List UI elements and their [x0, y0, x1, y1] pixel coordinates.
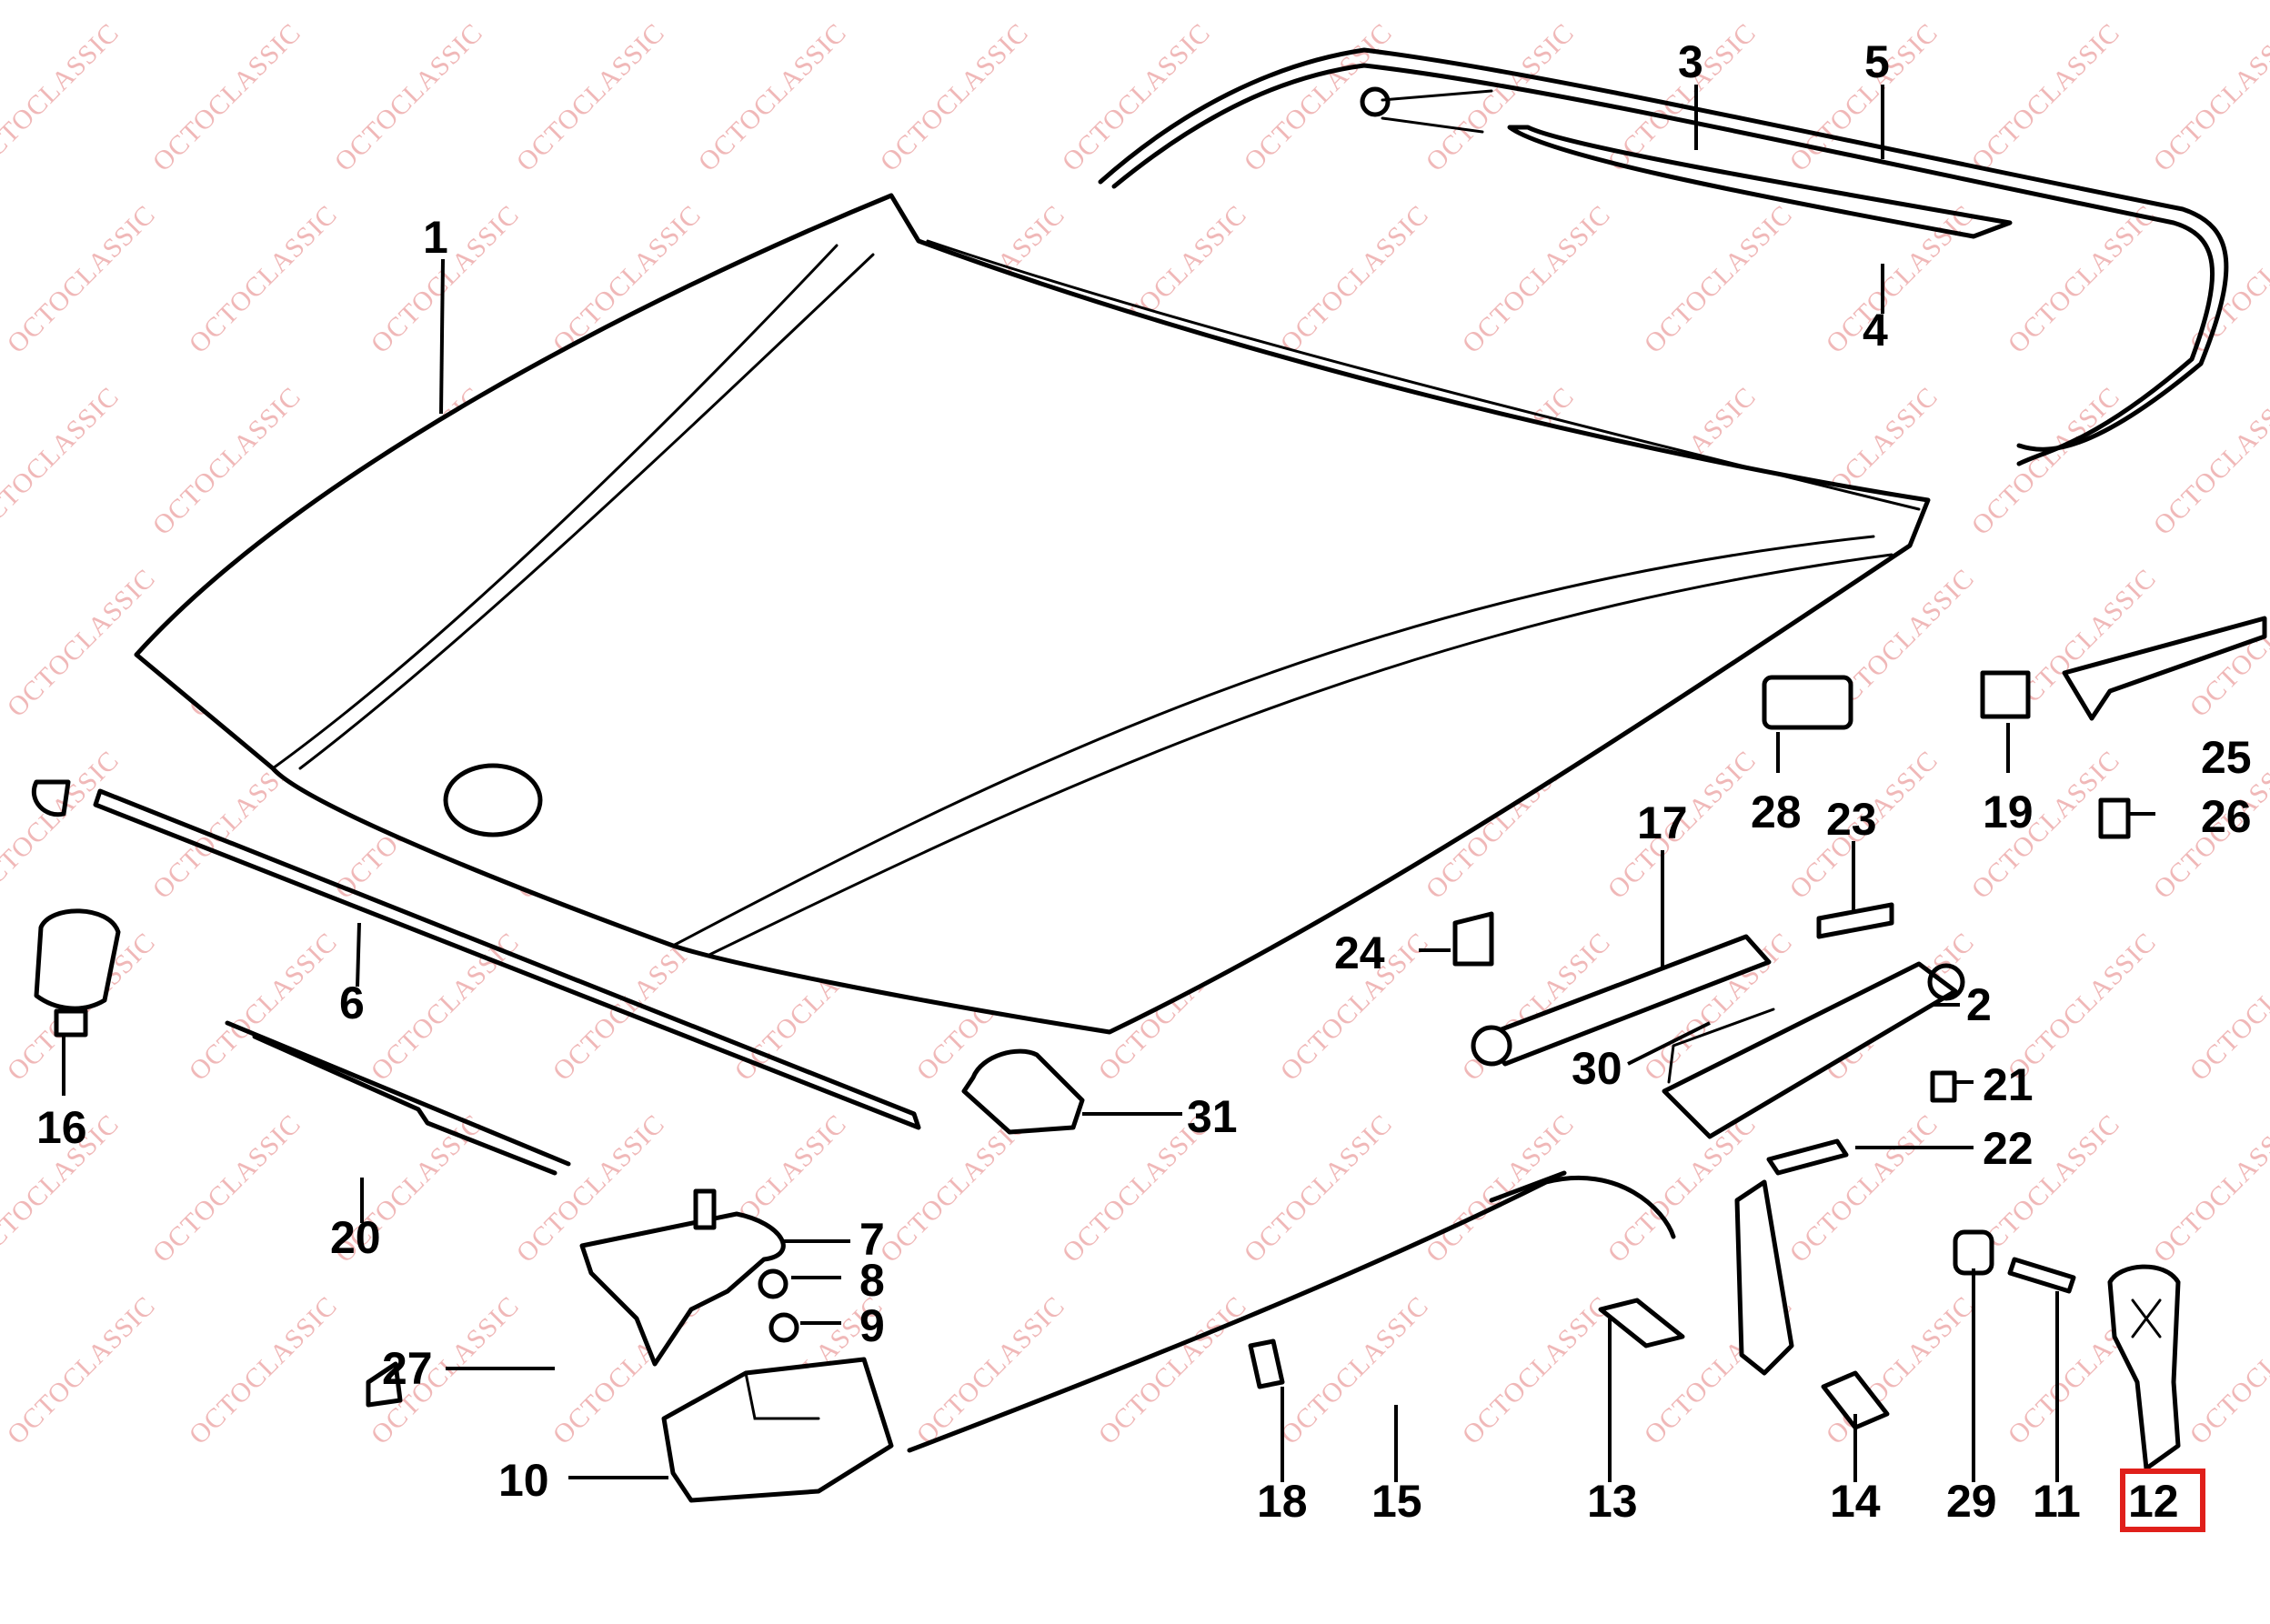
watermark-text: OCTOCLASSIC — [2185, 1290, 2270, 1450]
watermark-text: OCTOCLASSIC — [1457, 1290, 1617, 1450]
part-rod-20 — [225, 1020, 571, 1176]
watermark-text: OCTOCLASSIC — [2148, 1108, 2270, 1268]
callout-14: 14 — [1830, 1476, 1881, 1527]
leader-lines — [62, 85, 2155, 1482]
callout-2: 2 — [1966, 979, 1992, 1030]
callout-1: 1 — [423, 212, 448, 263]
callout-22: 22 — [1983, 1123, 2034, 1174]
watermark-text: OCTOCLASSIC — [184, 199, 344, 359]
watermark-text: OCTOCLASSIC — [2185, 927, 2270, 1087]
callout-8: 8 — [859, 1255, 885, 1306]
callout-11: 11 — [2033, 1476, 2081, 1527]
watermark-text: OCTOCLASSIC — [147, 381, 307, 541]
part-bracket-25 — [2062, 616, 2267, 721]
watermark-text: OCTOCLASSIC — [1457, 199, 1617, 359]
small-parts — [1248, 670, 2131, 1430]
watermark-text: OCTOCLASSIC — [1966, 17, 2126, 177]
watermark-text: OCTOCLASSIC — [0, 381, 125, 541]
part-cable-15 — [907, 1170, 1676, 1453]
callout-29: 29 — [1946, 1476, 1997, 1527]
watermark-text: OCTOCLASSIC — [693, 17, 853, 177]
watermark-text: OCTOCLASSIC — [911, 1290, 1071, 1450]
callout-25: 25 — [2201, 732, 2252, 783]
watermark-text: OCTOCLASSIC — [2, 1290, 162, 1450]
watermark-text: OCTOCLASSIC — [511, 17, 671, 177]
callout-13: 13 — [1587, 1476, 1638, 1527]
highlight-box — [2120, 1469, 2205, 1532]
callout-18: 18 — [1257, 1476, 1308, 1527]
watermark-text: OCTOCLASSIC — [1821, 1290, 1981, 1450]
watermark-text: OCTOCLASSIC — [2148, 381, 2270, 541]
callout-16: 16 — [36, 1102, 87, 1153]
callout-21: 21 — [1983, 1059, 2034, 1110]
part-handle-12 — [2107, 1264, 2181, 1471]
watermark-text: OCTOCLASSIC — [1639, 199, 1799, 359]
watermark-text: OCTOCLASSIC — [1966, 381, 2126, 541]
callout-20: 20 — [330, 1212, 381, 1263]
part-bumper-31 — [961, 1048, 1085, 1135]
part-lock — [366, 1188, 894, 1503]
watermark-text: OCTOCLASSIC — [875, 17, 1035, 177]
watermark-text: OCTOCLASSIC — [329, 17, 489, 177]
watermark-text: OCTOCLASSIC — [147, 1108, 307, 1268]
watermark-text: OCTOCLASSIC — [147, 17, 307, 177]
callout-12: 12 — [2128, 1476, 2179, 1527]
callout-10: 10 — [498, 1455, 549, 1506]
watermark-text: OCTOCLASSIC — [1239, 1108, 1399, 1268]
callout-17: 17 — [1637, 797, 1688, 848]
callout-4: 4 — [1863, 305, 1888, 356]
part-strip — [31, 779, 921, 1130]
watermark-text: OCTOCLASSIC — [184, 1290, 344, 1450]
callout-26: 26 — [2201, 791, 2252, 842]
callout-5: 5 — [1864, 36, 1890, 87]
callout-27: 27 — [382, 1343, 433, 1394]
watermark-text: OCTOCLASSIC — [1275, 199, 1435, 359]
callout-9: 9 — [859, 1300, 885, 1351]
part-seals — [1098, 47, 2229, 466]
callout-15: 15 — [1371, 1476, 1422, 1527]
watermark-text: OCTOCLASSIC — [0, 17, 125, 177]
callout-31: 31 — [1187, 1091, 1238, 1142]
part-hood — [134, 193, 1931, 1035]
watermark-text: OCTOCLASSIC — [2, 199, 162, 359]
watermark-text: OCTOCLASSIC — [1421, 1108, 1581, 1268]
part-hinge-2 — [1662, 961, 1965, 1139]
callout-28: 28 — [1751, 787, 1802, 837]
callout-30: 30 — [1572, 1043, 1622, 1094]
callout-3: 3 — [1678, 36, 1703, 87]
watermark-text: OCTOCLASSIC — [1275, 1290, 1435, 1450]
callout-6: 6 — [339, 977, 365, 1028]
watermark-text: OCTOCLASSIC — [0, 745, 125, 905]
watermark-text: OCTOCLASSIC — [1239, 17, 1399, 177]
watermark-text: OCTOCLASSIC — [1784, 1108, 1944, 1268]
callout-23: 23 — [1826, 794, 1877, 845]
watermark-text: OCTOCLASSIC — [2148, 17, 2270, 177]
watermark-text: OCTOCLASSIC — [2003, 199, 2163, 359]
callout-7: 7 — [859, 1214, 885, 1265]
callout-19: 19 — [1983, 787, 2034, 837]
callout-labels: 1 2 3 4 5 6 7 8 9 10 11 12 13 14 15 16 1… — [36, 36, 2252, 1527]
callout-24: 24 — [1334, 927, 1385, 978]
part-clip-16 — [34, 908, 121, 1038]
part-strut-17 — [1471, 934, 1772, 1067]
watermark-text: OCTOCLASSIC — [2, 563, 162, 723]
